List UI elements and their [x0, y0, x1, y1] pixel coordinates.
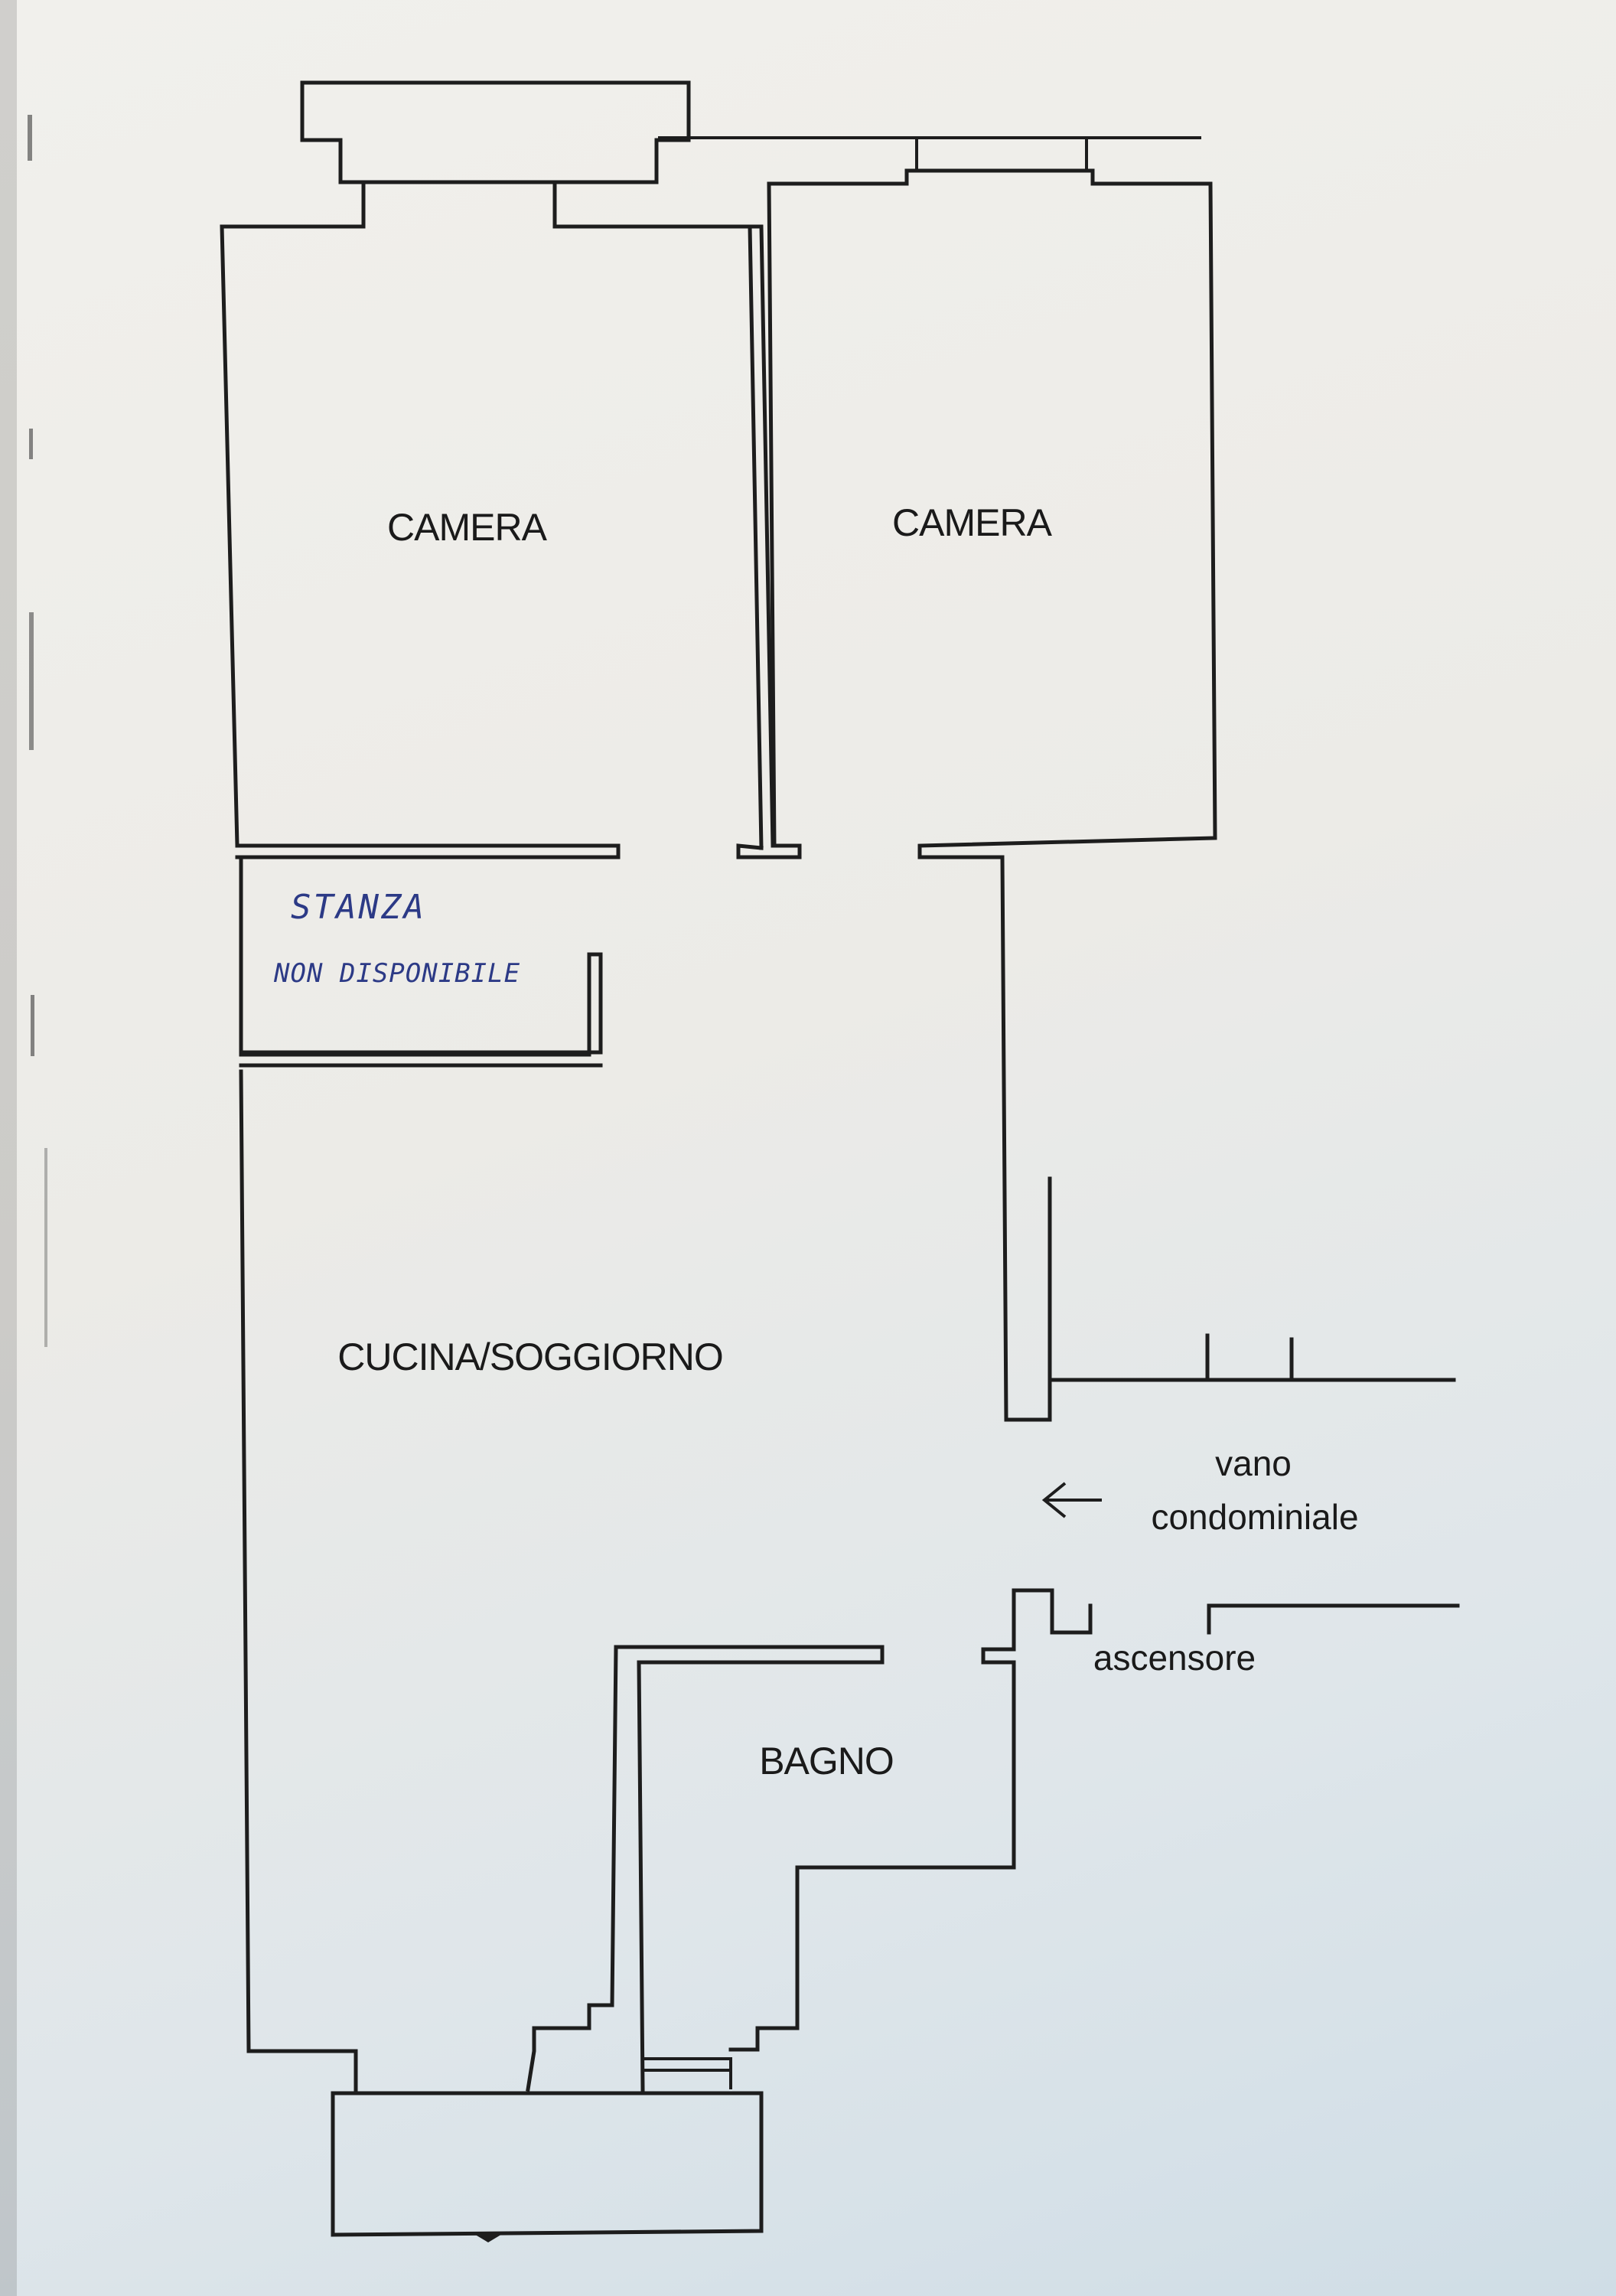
room-label-bagno: BAGNO	[759, 1740, 894, 1782]
balcony-top	[300, 80, 691, 184]
bagno-steps	[643, 2057, 732, 2089]
wall-camera-left-bottom	[235, 843, 621, 859]
room-label-camera-right: CAMERA	[892, 501, 1053, 544]
room-note-non-disponibile: NON DISPONIBILE	[273, 958, 520, 989]
wall-camera-left-top	[552, 181, 764, 850]
wall-cucina	[239, 1069, 358, 2092]
arrow-left-icon	[1041, 1482, 1102, 1518]
wall-bagno	[526, 1645, 885, 2092]
label-condominiale: condominiale	[1151, 1497, 1358, 1537]
wall-stanza	[239, 857, 603, 1068]
room-label-camera-left: CAMERA	[387, 506, 548, 549]
label-vano: vano	[1215, 1443, 1292, 1483]
wall-corridor-outer	[1047, 1333, 1456, 1382]
wall-corridor	[1000, 855, 1052, 1422]
wall-camera-left	[220, 181, 366, 848]
wall-ascensore	[728, 1588, 1460, 2052]
wall-partition-stub	[736, 224, 802, 859]
balcony-bottom	[331, 2091, 764, 2237]
wall-camera-right-inner	[767, 181, 777, 848]
wall-camera-right	[767, 168, 1217, 859]
binder-edge	[0, 0, 47, 2296]
room-label-cucina: CUCINA/SOGGIORNO	[337, 1336, 722, 1378]
window-right	[658, 136, 1201, 171]
room-label-stanza: STANZA	[291, 888, 426, 927]
balcony-bottom-mark	[473, 2233, 503, 2242]
label-ascensore: ascensore	[1093, 1638, 1256, 1678]
